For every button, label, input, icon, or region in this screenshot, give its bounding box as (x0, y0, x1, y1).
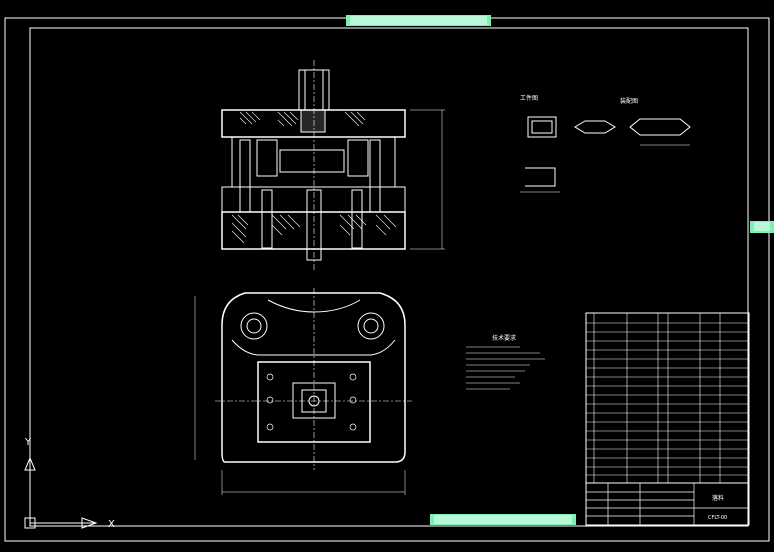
top-title-tab-text (350, 16, 487, 25)
ucs-icon: Y X (24, 437, 115, 530)
inner-frame (29, 27, 749, 527)
ucs-y-label: Y (24, 437, 32, 448)
title-block-name: 落料 (712, 494, 724, 502)
assembly-title: 装配图 (620, 97, 638, 105)
title-block-code: CFLT-00 (708, 515, 727, 521)
top-title-tab[interactable] (346, 15, 491, 26)
tech-heading: 技术要求 (492, 334, 516, 342)
workpiece-label: 工件图 (520, 94, 538, 102)
section-view[interactable] (221, 60, 445, 270)
plan-view[interactable] (194, 288, 412, 495)
workpiece-details[interactable]: 工件图 (520, 94, 691, 193)
right-side-tab-text (754, 222, 770, 231)
parts-list-table[interactable] (585, 312, 750, 484)
ucs-x-label: X (108, 519, 115, 530)
right-side-tab[interactable] (750, 221, 774, 233)
bottom-title-tab[interactable] (430, 514, 576, 525)
technical-notes: 技术要求 (466, 334, 545, 390)
bottom-title-tab-text (434, 515, 572, 524)
title-block[interactable]: 落料 CFLT-00 (585, 482, 750, 526)
